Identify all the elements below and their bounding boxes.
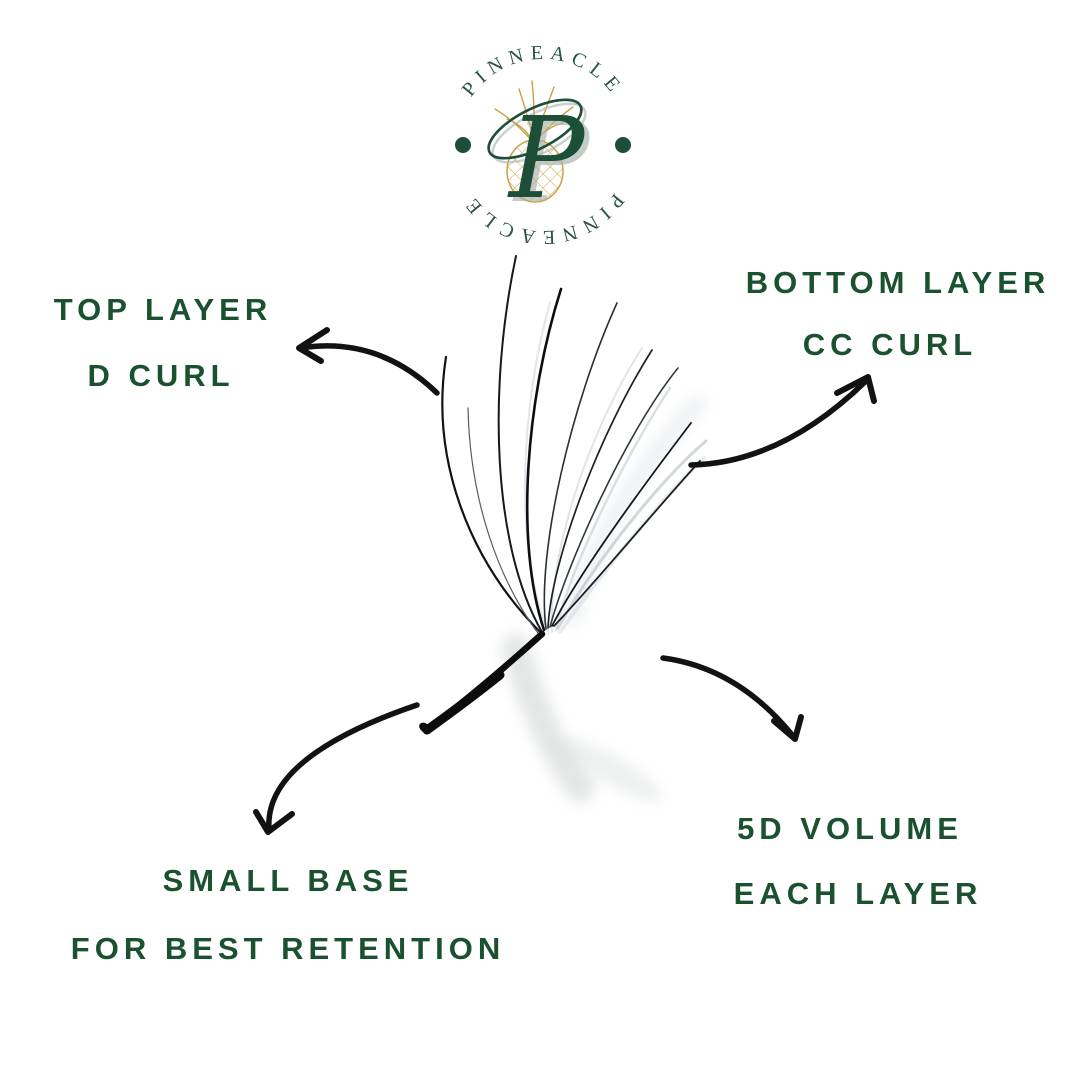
label-top-layer: TOP LAYER (53, 292, 273, 327)
label-each-layer: EACH LAYER (733, 876, 983, 911)
curved-arrow-bottom-left (253, 702, 420, 835)
curved-arrow-top-left (296, 327, 440, 396)
label-d-curl: D CURL (87, 358, 235, 393)
monogram-swash (487, 98, 583, 160)
logo-dot-left (455, 137, 471, 153)
label-bottom-layer: BOTTOM LAYER (745, 265, 1051, 300)
curved-arrow-bottom-right (660, 655, 804, 742)
label-for-best-retention: FOR BEST RETENTION (70, 931, 506, 966)
lash-strands (441, 255, 701, 637)
lash-shadow (502, 396, 706, 802)
label-5d-volume: 5D VOLUME (737, 811, 963, 846)
lash-base (419, 630, 546, 735)
logo-monogram-p: P (507, 94, 586, 224)
label-cc-curl: CC CURL (802, 327, 978, 362)
brand-logo: P P PINNEACLE PINNEACLE (455, 42, 631, 248)
curved-arrow-top-right (688, 374, 877, 468)
label-small-base: SMALL BASE (162, 863, 414, 898)
logo-ring-text-top: PINNEACLE (458, 42, 629, 101)
logo-dot-right (615, 137, 631, 153)
